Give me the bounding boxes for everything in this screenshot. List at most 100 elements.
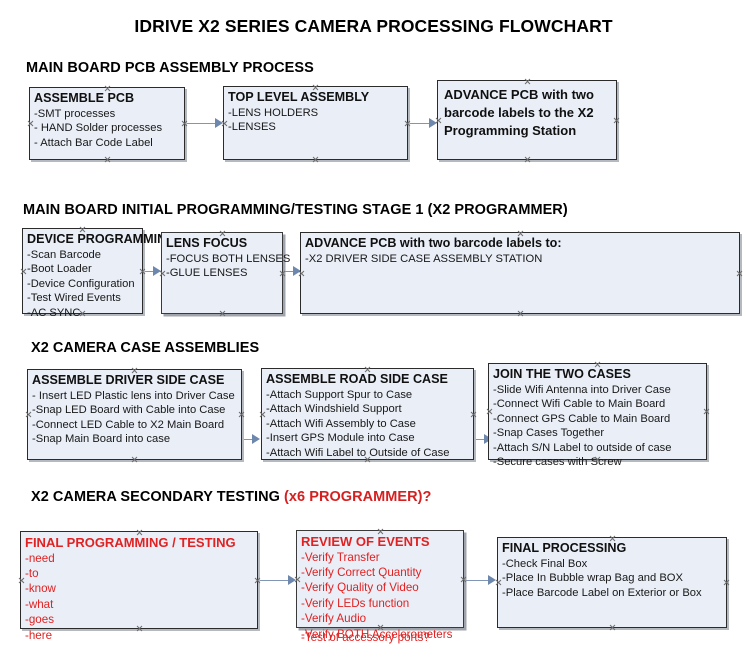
connection-handle-right[interactable] — [470, 411, 477, 418]
connection-handle-top[interactable] — [364, 366, 371, 373]
connection-handle-left[interactable] — [27, 120, 34, 127]
connection-handle-bottom[interactable] — [312, 156, 319, 163]
flow-box-line: -Place Barcode Label on Exterior or Box — [502, 586, 702, 599]
connection-handle-right[interactable] — [238, 411, 245, 418]
connection-handle-left[interactable] — [18, 577, 25, 584]
flow-box-advance-pcb-programming-station[interactable]: ADVANCE PCB with two barcode labels to t… — [437, 80, 617, 160]
section-heading-3-text: X2 CAMERA CASE ASSEMBLIES — [31, 340, 260, 356]
flow-box-final-programming-testing-content: FINAL PROGRAMMING / TESTING -need -to -k… — [25, 535, 255, 643]
flow-box-line: -Verify LEDs function — [301, 596, 410, 610]
connection-handle-left[interactable] — [259, 411, 266, 418]
connection-handle-top[interactable] — [609, 535, 616, 542]
connection-handle-bottom[interactable] — [594, 456, 601, 463]
connection-handle-bottom[interactable] — [131, 456, 138, 463]
section-heading-2-text: MAIN BOARD INITIAL PROGRAMMING/TESTING S… — [23, 202, 568, 218]
connection-handle-top[interactable] — [517, 230, 524, 237]
flow-box-assemble-driver-side-case[interactable]: ASSEMBLE DRIVER SIDE CASE - Insert LED P… — [27, 369, 242, 460]
connection-handle-right[interactable] — [723, 579, 730, 586]
flow-box-line: -LENS HOLDERS — [228, 106, 319, 119]
flow-box-line: -AC SYNC — [27, 306, 81, 319]
flow-box-join-the-two-cases-content: JOIN THE TWO CASES -Slide Wifi Antenna i… — [493, 367, 704, 470]
flow-box-line: -GLUE LENSES — [166, 267, 248, 280]
flow-box-advance-pcb-driver-side[interactable]: ADVANCE PCB with two barcode labels to: … — [300, 232, 740, 314]
connection-handle-left[interactable] — [486, 408, 493, 415]
flow-box-line: -what — [25, 597, 54, 611]
connection-handle-left[interactable] — [221, 120, 228, 127]
connection-handle-bottom[interactable] — [517, 310, 524, 317]
flow-box-line: -need — [25, 551, 55, 565]
flow-box-line: -Snap Cases Together — [493, 427, 605, 440]
flow-box-line: -goes — [25, 613, 55, 627]
flow-box-line: -Connect GPS Cable to Main Board — [493, 412, 671, 425]
flow-box-line: -to — [25, 566, 39, 580]
flow-box-line: -Attach S/N Label to outside of case — [493, 441, 672, 454]
flow-box-line: - Insert LED Plastic lens into Driver Ca… — [32, 389, 235, 402]
connection-handle-left[interactable] — [435, 117, 442, 124]
connection-handle-top[interactable] — [136, 529, 143, 536]
flow-box-top-level-assembly[interactable]: TOP LEVEL ASSEMBLY -LENS HOLDERS -LENSES — [223, 86, 408, 160]
flow-box-top-level-assembly-content: TOP LEVEL ASSEMBLY -LENS HOLDERS -LENSES — [228, 90, 405, 135]
flow-box-lens-focus-content: LENS FOCUS -FOCUS BOTH LENSES -GLUE LENS… — [166, 236, 290, 281]
connection-handle-top[interactable] — [377, 528, 384, 535]
flow-box-advance-pcb-driver-side-content: ADVANCE PCB with two barcode labels to: … — [305, 236, 737, 266]
flow-box-line: -Verify Transfer — [301, 550, 380, 564]
flow-box-join-the-two-cases[interactable]: JOIN THE TWO CASES -Slide Wifi Antenna i… — [486, 361, 710, 468]
connection-handle-bottom[interactable] — [364, 456, 371, 463]
flow-box-line: -Verify Quality of Video — [301, 581, 419, 595]
flow-box-final-programming-testing[interactable]: FINAL PROGRAMMING / TESTING -need -to -k… — [18, 529, 258, 642]
connection-handle-bottom[interactable] — [219, 310, 226, 317]
arrowhead-icon — [215, 118, 223, 128]
flow-box-assemble-pcb[interactable]: ASSEMBLE PCB -SMT processes - HAND Solde… — [29, 87, 185, 160]
flow-box-line: -Attach Wifi Assembly to Case — [266, 417, 416, 430]
section-heading-4: X2 CAMERA SECONDARY TESTING (x6 PROGRAMM… — [31, 489, 431, 505]
flow-box-final-processing[interactable]: FINAL PROCESSING -Check Final Box -Place… — [497, 537, 727, 628]
flow-box-line: -Snap Main Board into case — [32, 433, 171, 446]
flow-box-line: -know — [25, 582, 56, 596]
flow-box-line: -Scan Barcode — [27, 248, 102, 261]
flow-box-title: LENS FOCUS — [166, 236, 248, 250]
connection-handle-left[interactable] — [159, 270, 166, 277]
connection-handle-right[interactable] — [736, 270, 743, 277]
connection-handle-left[interactable] — [25, 411, 32, 418]
connector-shaft — [476, 438, 485, 441]
flow-box-lens-focus[interactable]: LENS FOCUS -FOCUS BOTH LENSES -GLUE LENS… — [159, 230, 290, 317]
connection-handle-bottom[interactable] — [609, 624, 616, 631]
flow-box-line: -Attach Support Spur to Case — [266, 388, 413, 401]
flow-box-title: ASSEMBLE ROAD SIDE CASE — [266, 372, 448, 386]
connection-handle-top[interactable] — [104, 85, 111, 92]
connection-handle-top[interactable] — [131, 367, 138, 374]
connector-arrow-1-1 — [187, 118, 223, 129]
flow-box-line: -Boot Loader — [27, 263, 92, 276]
flow-box-assemble-road-side-case[interactable]: ASSEMBLE ROAD SIDE CASE -Attach Support … — [261, 368, 474, 460]
flow-box-overflow-line: -Test of accessory ports? — [301, 631, 430, 644]
connection-handle-bottom[interactable] — [79, 310, 86, 317]
connection-handle-bottom[interactable] — [136, 625, 143, 632]
connection-handle-left[interactable] — [495, 579, 502, 586]
connection-handle-left[interactable] — [20, 268, 27, 275]
connection-handle-bottom[interactable] — [377, 624, 384, 631]
connection-handle-top[interactable] — [594, 361, 601, 368]
flow-box-review-of-events-content: REVIEW OF EVENTS -Verify Transfer -Verif… — [301, 534, 461, 642]
connection-handle-top[interactable] — [219, 230, 226, 237]
flow-box-line: -Verify Audio — [301, 612, 367, 626]
arrowhead-icon — [252, 434, 260, 444]
connection-handle-top[interactable] — [524, 78, 531, 85]
connection-handle-bottom[interactable] — [524, 156, 531, 163]
flow-box-device-programming[interactable]: DEVICE PROGRAMMING -Scan Barcode -Boot L… — [20, 226, 176, 319]
connection-handle-top[interactable] — [312, 84, 319, 91]
connection-handle-bottom[interactable] — [104, 156, 111, 163]
flow-box-line: -Attach Windshield Support — [266, 403, 402, 416]
flow-box-title: ADVANCE PCB with two barcode labels to t… — [444, 87, 594, 138]
connection-handle-right[interactable] — [613, 117, 620, 124]
arrowhead-icon — [429, 118, 437, 128]
flow-box-line: -here — [25, 628, 53, 642]
flow-box-title: ASSEMBLE PCB — [34, 91, 135, 105]
section-heading-4-text: X2 CAMERA SECONDARY TESTING — [31, 489, 285, 505]
connection-handle-right[interactable] — [703, 408, 710, 415]
connection-handle-left[interactable] — [294, 576, 301, 583]
flow-box-line: -Device Configuration — [27, 277, 135, 290]
connection-handle-top[interactable] — [79, 226, 86, 233]
flow-box-review-of-events[interactable]: REVIEW OF EVENTS -Verify Transfer -Verif… — [294, 528, 464, 644]
connection-handle-left[interactable] — [298, 270, 305, 277]
